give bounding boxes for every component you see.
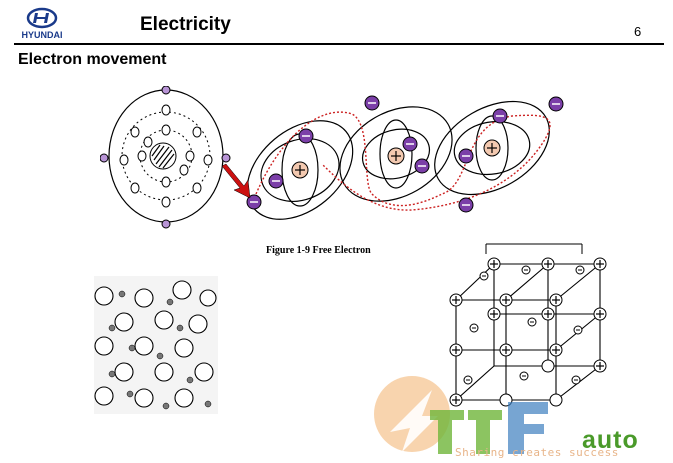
crystal-lattice-diagram (449, 243, 607, 407)
atom-diagram (100, 86, 231, 229)
section-subtitle: Electron movement (18, 51, 167, 68)
electron-path (255, 111, 551, 211)
page-title: Electricity (140, 14, 231, 35)
watermark-logo (374, 376, 548, 454)
watermark-tagline: Sharing creates success (455, 446, 619, 459)
free-electron-diagram (222, 95, 564, 220)
figure-caption: Figure 1-9 Free Electron (266, 245, 371, 256)
slide-header: HYUNDAI Electricity 6 (0, 0, 673, 48)
page-number: 6 (634, 24, 642, 39)
watermark-brand: auto (582, 426, 639, 454)
hyundai-logo: HYUNDAI (21, 7, 63, 40)
metal-atoms-diagram (94, 276, 218, 414)
header-rule (14, 43, 664, 45)
logo-text: HYUNDAI (21, 30, 62, 40)
red-arrow-icon (222, 163, 251, 199)
